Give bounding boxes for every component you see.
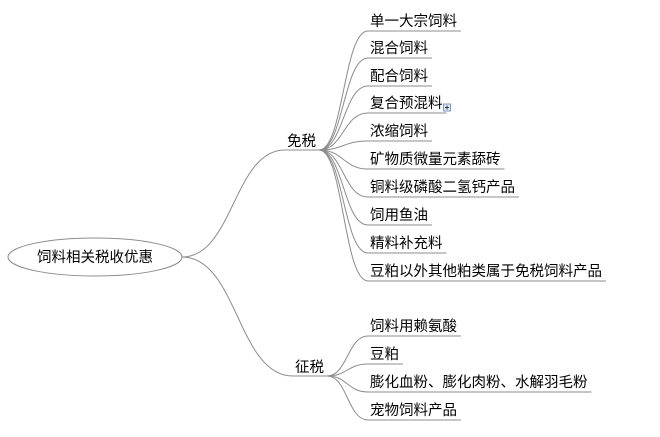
branch-to-leaf-link	[326, 375, 369, 393]
leaf-node-label: 精料补充料	[370, 235, 443, 252]
branch-to-leaf-link	[318, 112, 369, 151]
leaf-node[interactable]: 铜料级磷酸二氢钙产品	[368, 179, 519, 198]
root-node[interactable]: 饲料相关税收优惠	[7, 237, 183, 277]
leaf-node-label: 浓缩饲料	[370, 123, 428, 140]
leaf-node-label: 豆粕	[370, 346, 399, 363]
leaf-node-label: 复合预混料	[370, 94, 443, 112]
leaf-node-label: 宠物饲料产品	[370, 402, 457, 419]
mind-map-links	[181, 30, 369, 421]
leaf-node-label: 铜料级磷酸二氢钙产品	[370, 179, 515, 196]
leaf-node-label: 矿物质微量元素舔砖	[370, 151, 501, 168]
branch-to-leaf-link	[326, 335, 369, 377]
branch-node-label: 免税	[287, 133, 316, 150]
branch-to-leaf-link	[318, 149, 369, 198]
branch-to-leaf-link	[326, 363, 369, 377]
leaf-node[interactable]: 精料补充料	[368, 235, 447, 254]
leaf-node[interactable]: 复合预混料	[368, 94, 451, 114]
expand-plus-icon[interactable]	[443, 103, 451, 112]
branch-node-taxable[interactable]: 征税	[293, 359, 327, 377]
leaf-node-label: 豆粕以外其他粕类属于免税饲料产品	[370, 263, 602, 280]
branch-to-leaf-link	[318, 30, 369, 151]
branch-to-leaf-link	[318, 85, 369, 151]
root-to-branch-link	[181, 256, 294, 377]
branch-node-tax-exempt[interactable]: 免税	[285, 133, 319, 151]
leaf-node-label: 单一大宗饲料	[370, 13, 457, 30]
leaf-node[interactable]: 单一大宗饲料	[368, 13, 461, 32]
root-node-label: 饲料相关税收优惠	[37, 249, 153, 266]
leaf-node[interactable]: 豆粕以外其他粕类属于免税饲料产品	[368, 263, 606, 282]
branch-to-leaf-link	[318, 149, 369, 170]
branch-to-leaf-link	[318, 149, 369, 254]
leaf-node[interactable]: 饲料用赖氨酸	[368, 318, 461, 337]
leaf-node[interactable]: 混合饲料	[368, 40, 432, 59]
leaf-node[interactable]: 膨化血粉、膨化肉粉、水解羽毛粉	[368, 374, 592, 393]
root-to-branch-link	[181, 149, 286, 258]
leaf-node[interactable]: 配合饲料	[368, 68, 432, 87]
branch-to-leaf-link	[326, 375, 369, 421]
leaf-node[interactable]: 矿物质微量元素舔砖	[368, 151, 505, 170]
branch-to-leaf-link	[318, 149, 369, 282]
leaf-node-label: 饲料用赖氨酸	[370, 318, 457, 335]
leaf-node-label: 混合饲料	[370, 40, 428, 57]
branch-to-leaf-link	[318, 140, 369, 151]
leaf-node[interactable]: 浓缩饲料	[368, 123, 432, 142]
root-node-ellipse	[7, 237, 183, 277]
branch-to-leaf-link	[318, 57, 369, 151]
branch-node-label: 征税	[295, 359, 324, 376]
leaf-node[interactable]: 饲用鱼油	[368, 206, 432, 226]
leaf-node-label: 膨化血粉、膨化肉粉、水解羽毛粉	[370, 374, 588, 391]
leaf-node[interactable]: 豆粕	[368, 346, 403, 365]
leaf-node-label: 配合饲料	[370, 68, 428, 85]
leaf-node-label: 饲用鱼油	[370, 206, 428, 224]
leaf-node[interactable]: 宠物饲料产品	[368, 402, 461, 421]
